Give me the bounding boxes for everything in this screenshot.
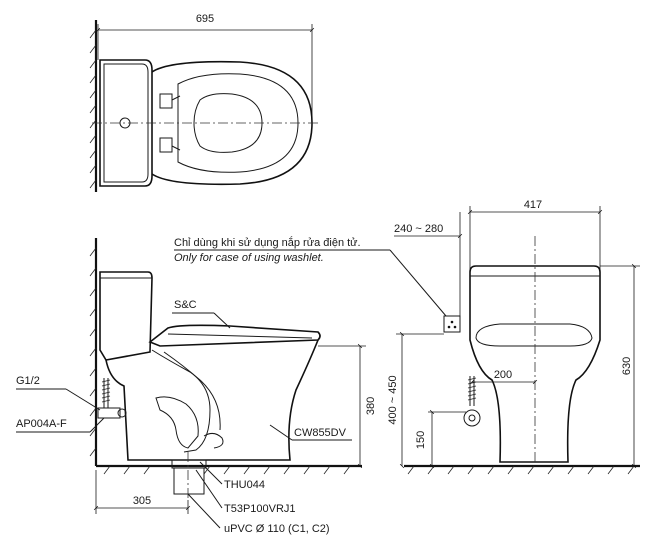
side-wall-hatch — [89, 247, 97, 457]
label-thu044: THU044 — [224, 479, 265, 491]
trapway — [151, 349, 211, 453]
side-floor-hatch — [103, 465, 351, 475]
dim-label-outlet-height: 400 ~ 450 — [387, 375, 399, 424]
front-supply-threads — [467, 377, 477, 401]
side-tank — [99, 271, 153, 361]
front-floor-hatch — [407, 465, 635, 475]
dim-label-total-height: 630 — [621, 357, 633, 375]
wall-hatch — [89, 29, 97, 189]
dim-label-rim-height: 380 — [365, 397, 377, 415]
label-g12: G1/2 — [16, 375, 40, 387]
seat-and-cover — [148, 324, 321, 347]
label-t53p100vrj1: T53P100VRJ1 — [224, 503, 296, 515]
dim-label-width: 417 — [524, 199, 542, 211]
dim-label-top-width: 695 — [196, 13, 214, 25]
front-seat — [475, 323, 593, 347]
dim-label-supply-offset: 200 — [494, 369, 512, 381]
dim-label-outlet-offset: 240 ~ 280 — [394, 223, 443, 235]
dim-label-supply-height: 150 — [415, 431, 427, 449]
hinge-top — [159, 93, 173, 109]
top-view: 695 — [89, 13, 320, 192]
hinge-bottom — [159, 137, 173, 153]
dim-label-rough-in: 305 — [133, 495, 151, 507]
bowl-opening — [193, 93, 263, 153]
label-upvc: uPVC Ø 110 (C1, C2) — [224, 523, 330, 535]
label-sc: S&C — [174, 299, 197, 311]
front-view: Chỉ dùng khi sử dụng nắp rửa điện tử. On… — [174, 199, 640, 475]
label-ap004a: AP004A-F — [16, 418, 67, 430]
label-cw855dv: CW855DV — [294, 427, 347, 439]
side-bowl-body — [105, 339, 319, 461]
note-english: Only for case of using washlet. — [174, 252, 324, 264]
electrical-socket — [443, 315, 461, 333]
supply-pipe-threads — [101, 379, 111, 403]
front-angle-valve — [463, 409, 481, 427]
side-view: 380 305 G1/2 AP004A-F S&C CW855DV THU044… — [16, 238, 377, 535]
note-vietnamese: Chỉ dùng khi sử dụng nắp rửa điện tử. — [174, 236, 361, 249]
outlet-pipe — [173, 467, 205, 495]
tank-outline — [99, 59, 153, 187]
angle-valve — [97, 407, 121, 419]
